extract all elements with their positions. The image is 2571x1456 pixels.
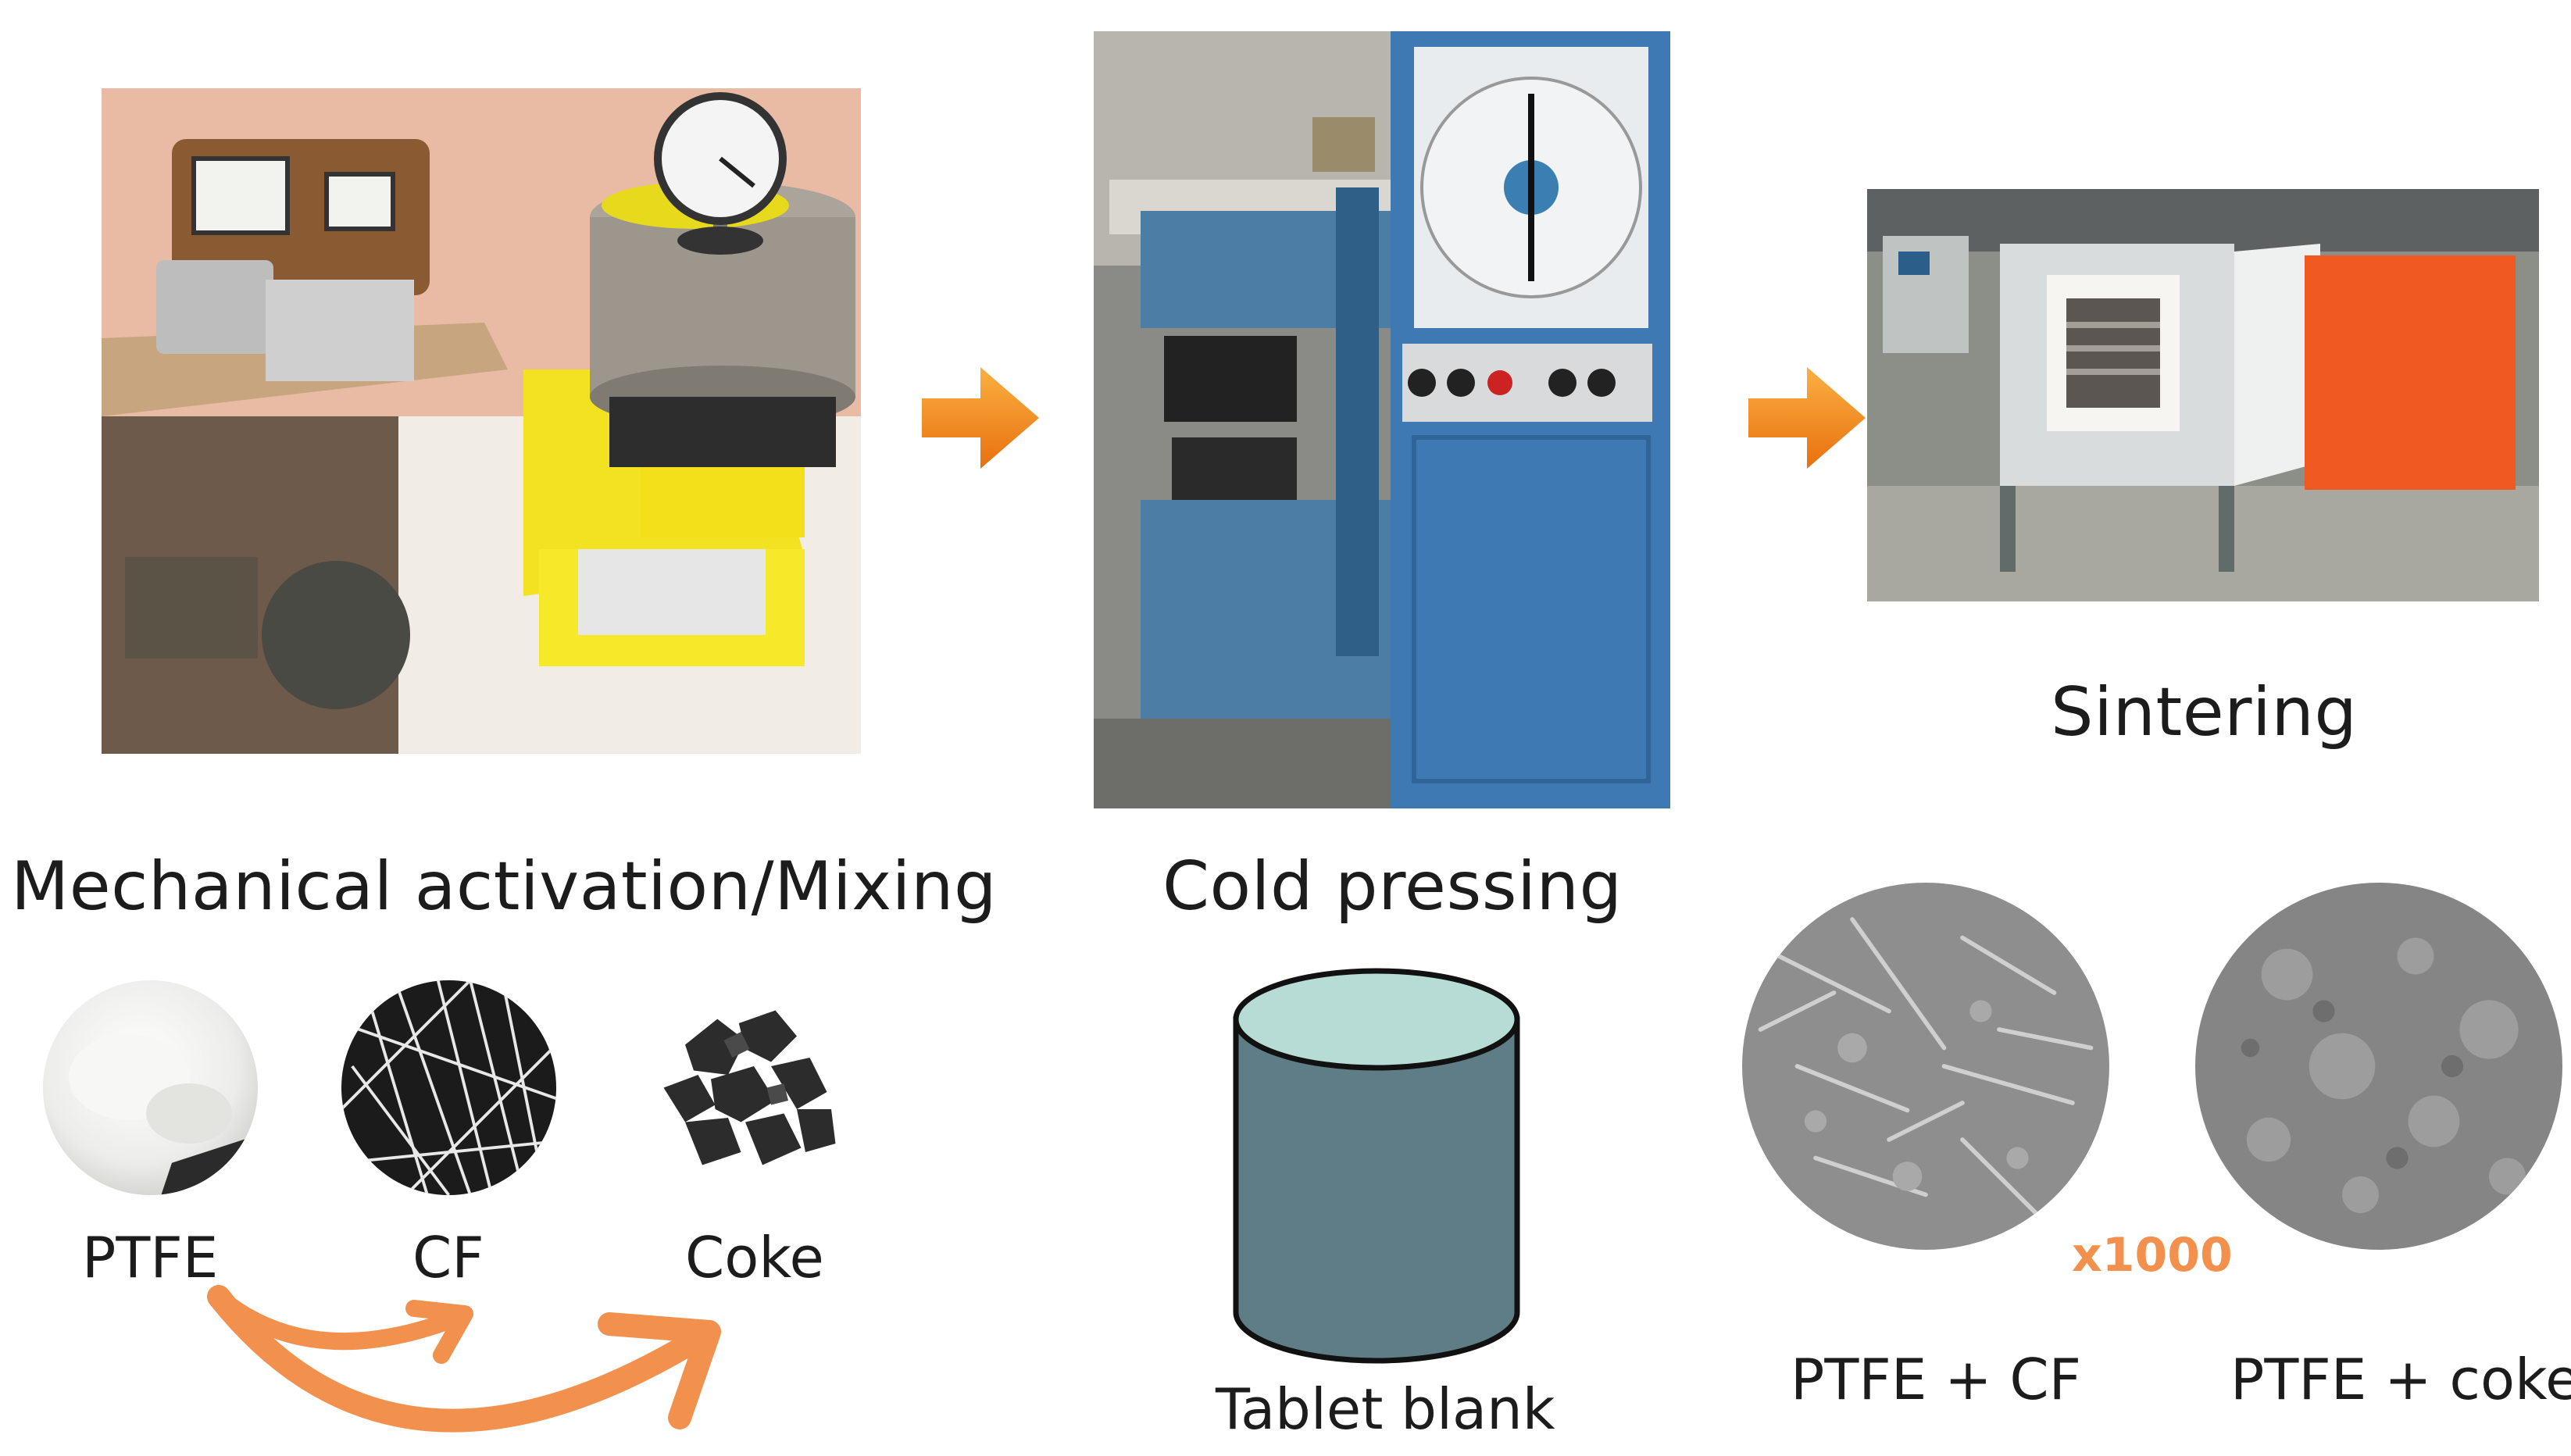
process-arrow-icon xyxy=(1748,367,1866,469)
coke-label: Coke xyxy=(685,1225,824,1290)
sintering-furnace-photo xyxy=(1867,189,2539,601)
process-arrow-icon xyxy=(922,367,1039,469)
ptfe-cf-micrograph xyxy=(1742,883,2109,1250)
pressing-stage-title: Cold pressing xyxy=(1162,848,1623,926)
ptfe-cf-label: PTFE + CF xyxy=(1791,1347,2082,1412)
sintering-stage-title: Sintering xyxy=(2051,673,2358,751)
coke-particles-image xyxy=(642,980,857,1195)
ptfe-coke-micrograph xyxy=(2195,883,2562,1250)
mixing-equipment-photo xyxy=(102,88,861,754)
cf-label: CF xyxy=(412,1225,484,1290)
tablet-blank-cylinder xyxy=(1233,968,1520,1364)
magnification-label: x1000 xyxy=(2072,1228,2233,1283)
ptfe-coke-label: PTFE + coke xyxy=(2230,1347,2571,1412)
ptfe-label: PTFE xyxy=(82,1225,219,1290)
mixing-stage-title: Mechanical activation/Mixing xyxy=(11,848,998,926)
carbon-fiber-image xyxy=(341,980,556,1195)
cold-pressing-photo xyxy=(1094,31,1670,808)
mixing-curve-arrow-icon xyxy=(207,1285,721,1433)
tablet-blank-label: Tablet blank xyxy=(1216,1376,1555,1442)
ptfe-powder-image xyxy=(43,980,258,1195)
